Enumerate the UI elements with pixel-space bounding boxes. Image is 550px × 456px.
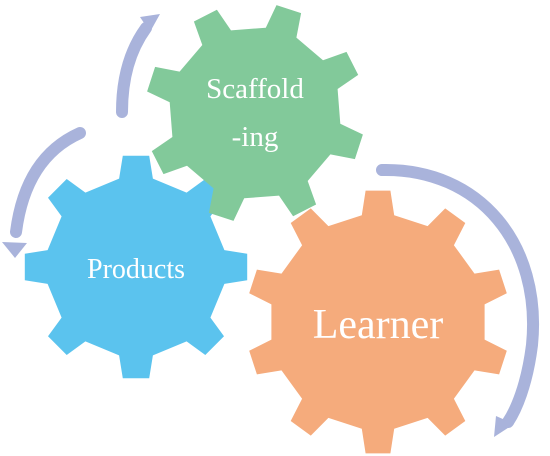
gear-scaffolding: Scaffold -ing — [147, 5, 363, 221]
arrowhead-icon — [494, 416, 514, 437]
cycle-arrow-icon — [10, 127, 86, 238]
cycle-arrows — [2, 14, 540, 437]
gear-label-products: Products — [87, 254, 185, 285]
gear-label-scaffolding-line1: Scaffold — [206, 73, 304, 105]
gear-learner: Learner — [249, 190, 507, 454]
cycle-arrow-icon — [376, 163, 540, 428]
gear-icon — [249, 190, 507, 454]
gear-label-scaffolding-line2: -ing — [232, 121, 279, 153]
arrowhead-icon — [2, 242, 27, 258]
gear-products: Products — [24, 155, 248, 379]
gear-label-learner: Learner — [313, 302, 444, 348]
cycle-arrow-icon — [116, 22, 152, 118]
gear-icon — [24, 155, 248, 379]
arrowhead-icon — [140, 14, 160, 32]
gear-icon — [147, 5, 363, 221]
